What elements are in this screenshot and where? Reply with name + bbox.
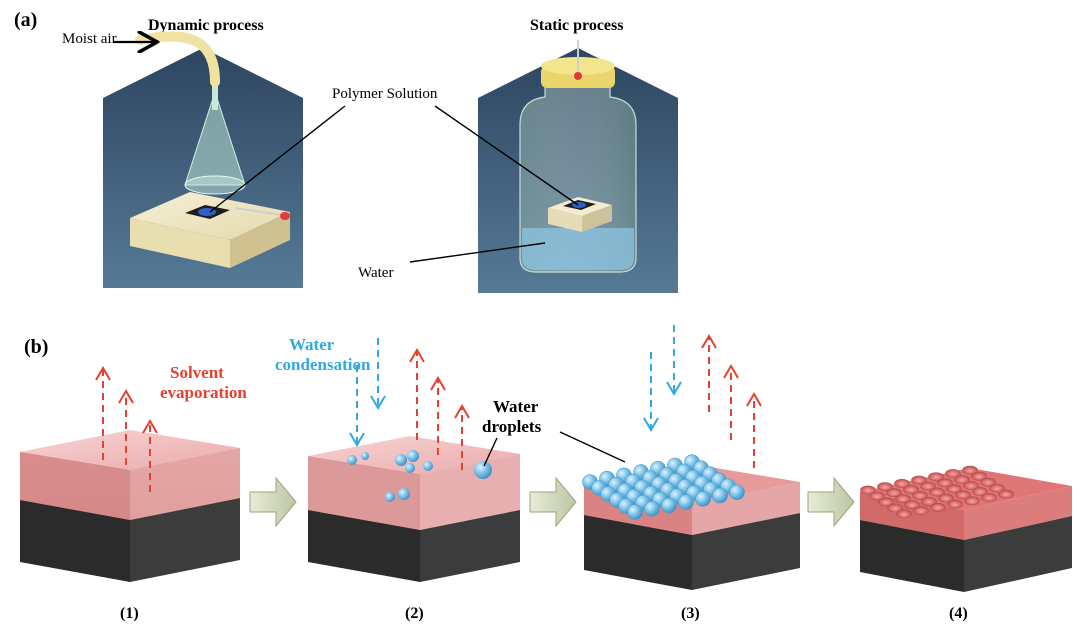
- stage-2-droplets: [347, 450, 492, 502]
- droplet: [712, 487, 728, 504]
- static-scene: [478, 40, 678, 293]
- process-arrow-1: [249, 476, 297, 528]
- droplet: [695, 490, 711, 507]
- stage-3: [582, 454, 800, 590]
- static-needle-tip: [574, 72, 582, 80]
- pore: [877, 482, 893, 492]
- droplet: [678, 494, 694, 510]
- step-label-1: (1): [120, 605, 139, 622]
- polymer-solution-label: Polymer Solution: [332, 86, 438, 102]
- evaporation-arrows-1: [95, 366, 158, 492]
- pore: [937, 478, 953, 488]
- needle-tip: [280, 212, 290, 220]
- condensation-arrows-3: [643, 325, 682, 432]
- stage-1: [20, 430, 240, 582]
- pore: [894, 478, 910, 488]
- pore: [903, 484, 919, 494]
- process-arrow-3: [807, 476, 855, 528]
- pore: [981, 493, 997, 502]
- dynamic-scene: Moist air: [62, 31, 303, 288]
- stage-2: [308, 436, 520, 582]
- droplet: [661, 497, 677, 514]
- pore: [946, 484, 962, 494]
- water-body: [522, 228, 634, 270]
- solvent-label-line1: Solvent: [170, 363, 224, 382]
- pore: [911, 475, 927, 485]
- pore: [869, 491, 885, 501]
- static-process-title: Static process: [530, 17, 623, 34]
- droplet: [644, 500, 660, 517]
- droplet: [729, 484, 745, 501]
- pore: [947, 499, 963, 509]
- pore: [928, 472, 944, 482]
- pore: [971, 471, 987, 481]
- dynamic-block-right: [230, 212, 290, 268]
- stage-4: [860, 465, 1072, 592]
- droplets-pointer-3: [559, 431, 626, 463]
- polymer-pointer-static: [434, 105, 579, 206]
- pore: [860, 485, 876, 495]
- pore: [954, 475, 970, 484]
- pore: [955, 490, 971, 500]
- pore: [895, 494, 911, 504]
- process-arrow-2: [529, 476, 577, 528]
- step-label-4: (4): [949, 605, 968, 622]
- pore: [904, 500, 920, 510]
- moist-air-label: Moist air: [62, 31, 117, 47]
- droplets-label-line2: droplets: [482, 417, 542, 436]
- condensation-label-line2: condensation: [275, 355, 371, 374]
- droplets-label-line1: Water: [493, 397, 539, 416]
- pore: [945, 469, 961, 478]
- solvent-label-line2: evaporation: [160, 383, 247, 402]
- evaporation-arrows-3: [701, 334, 762, 468]
- droplet: [627, 504, 643, 520]
- pore: [878, 497, 894, 507]
- pore: [964, 496, 980, 506]
- pore: [972, 487, 988, 496]
- droplets-pointer-2: [483, 437, 498, 467]
- pore: [929, 487, 945, 497]
- pore: [913, 506, 929, 516]
- stage-4-pore-grid: [860, 465, 1014, 519]
- pore: [980, 477, 996, 487]
- step-label-2: (2): [405, 605, 424, 622]
- polymer-pointer-dynamic: [209, 105, 346, 213]
- step-label-3: (3): [681, 605, 700, 622]
- pore: [921, 496, 937, 506]
- panel-b-tag: (b): [24, 336, 48, 358]
- pore: [938, 493, 954, 503]
- pore: [963, 481, 979, 490]
- pore: [989, 483, 1005, 493]
- condensation-label-line1: Water: [289, 335, 335, 354]
- bottle: [519, 84, 637, 273]
- panel-a-tag: (a): [14, 9, 37, 31]
- pore: [912, 490, 928, 500]
- dynamic-block-left: [130, 218, 230, 268]
- pore: [930, 502, 946, 512]
- pore: [920, 481, 936, 491]
- evaporation-arrows-2: [409, 348, 470, 470]
- pore: [998, 489, 1014, 499]
- stage-3-droplet-grid: [582, 454, 745, 520]
- water-label: Water: [358, 265, 393, 281]
- pore: [886, 488, 902, 498]
- pore: [896, 509, 912, 519]
- pore: [962, 465, 978, 475]
- condensation-arrows-2: [349, 338, 386, 447]
- water-pointer: [409, 242, 546, 263]
- pore: [887, 503, 903, 513]
- dynamic-process-title: Dynamic process: [148, 17, 264, 34]
